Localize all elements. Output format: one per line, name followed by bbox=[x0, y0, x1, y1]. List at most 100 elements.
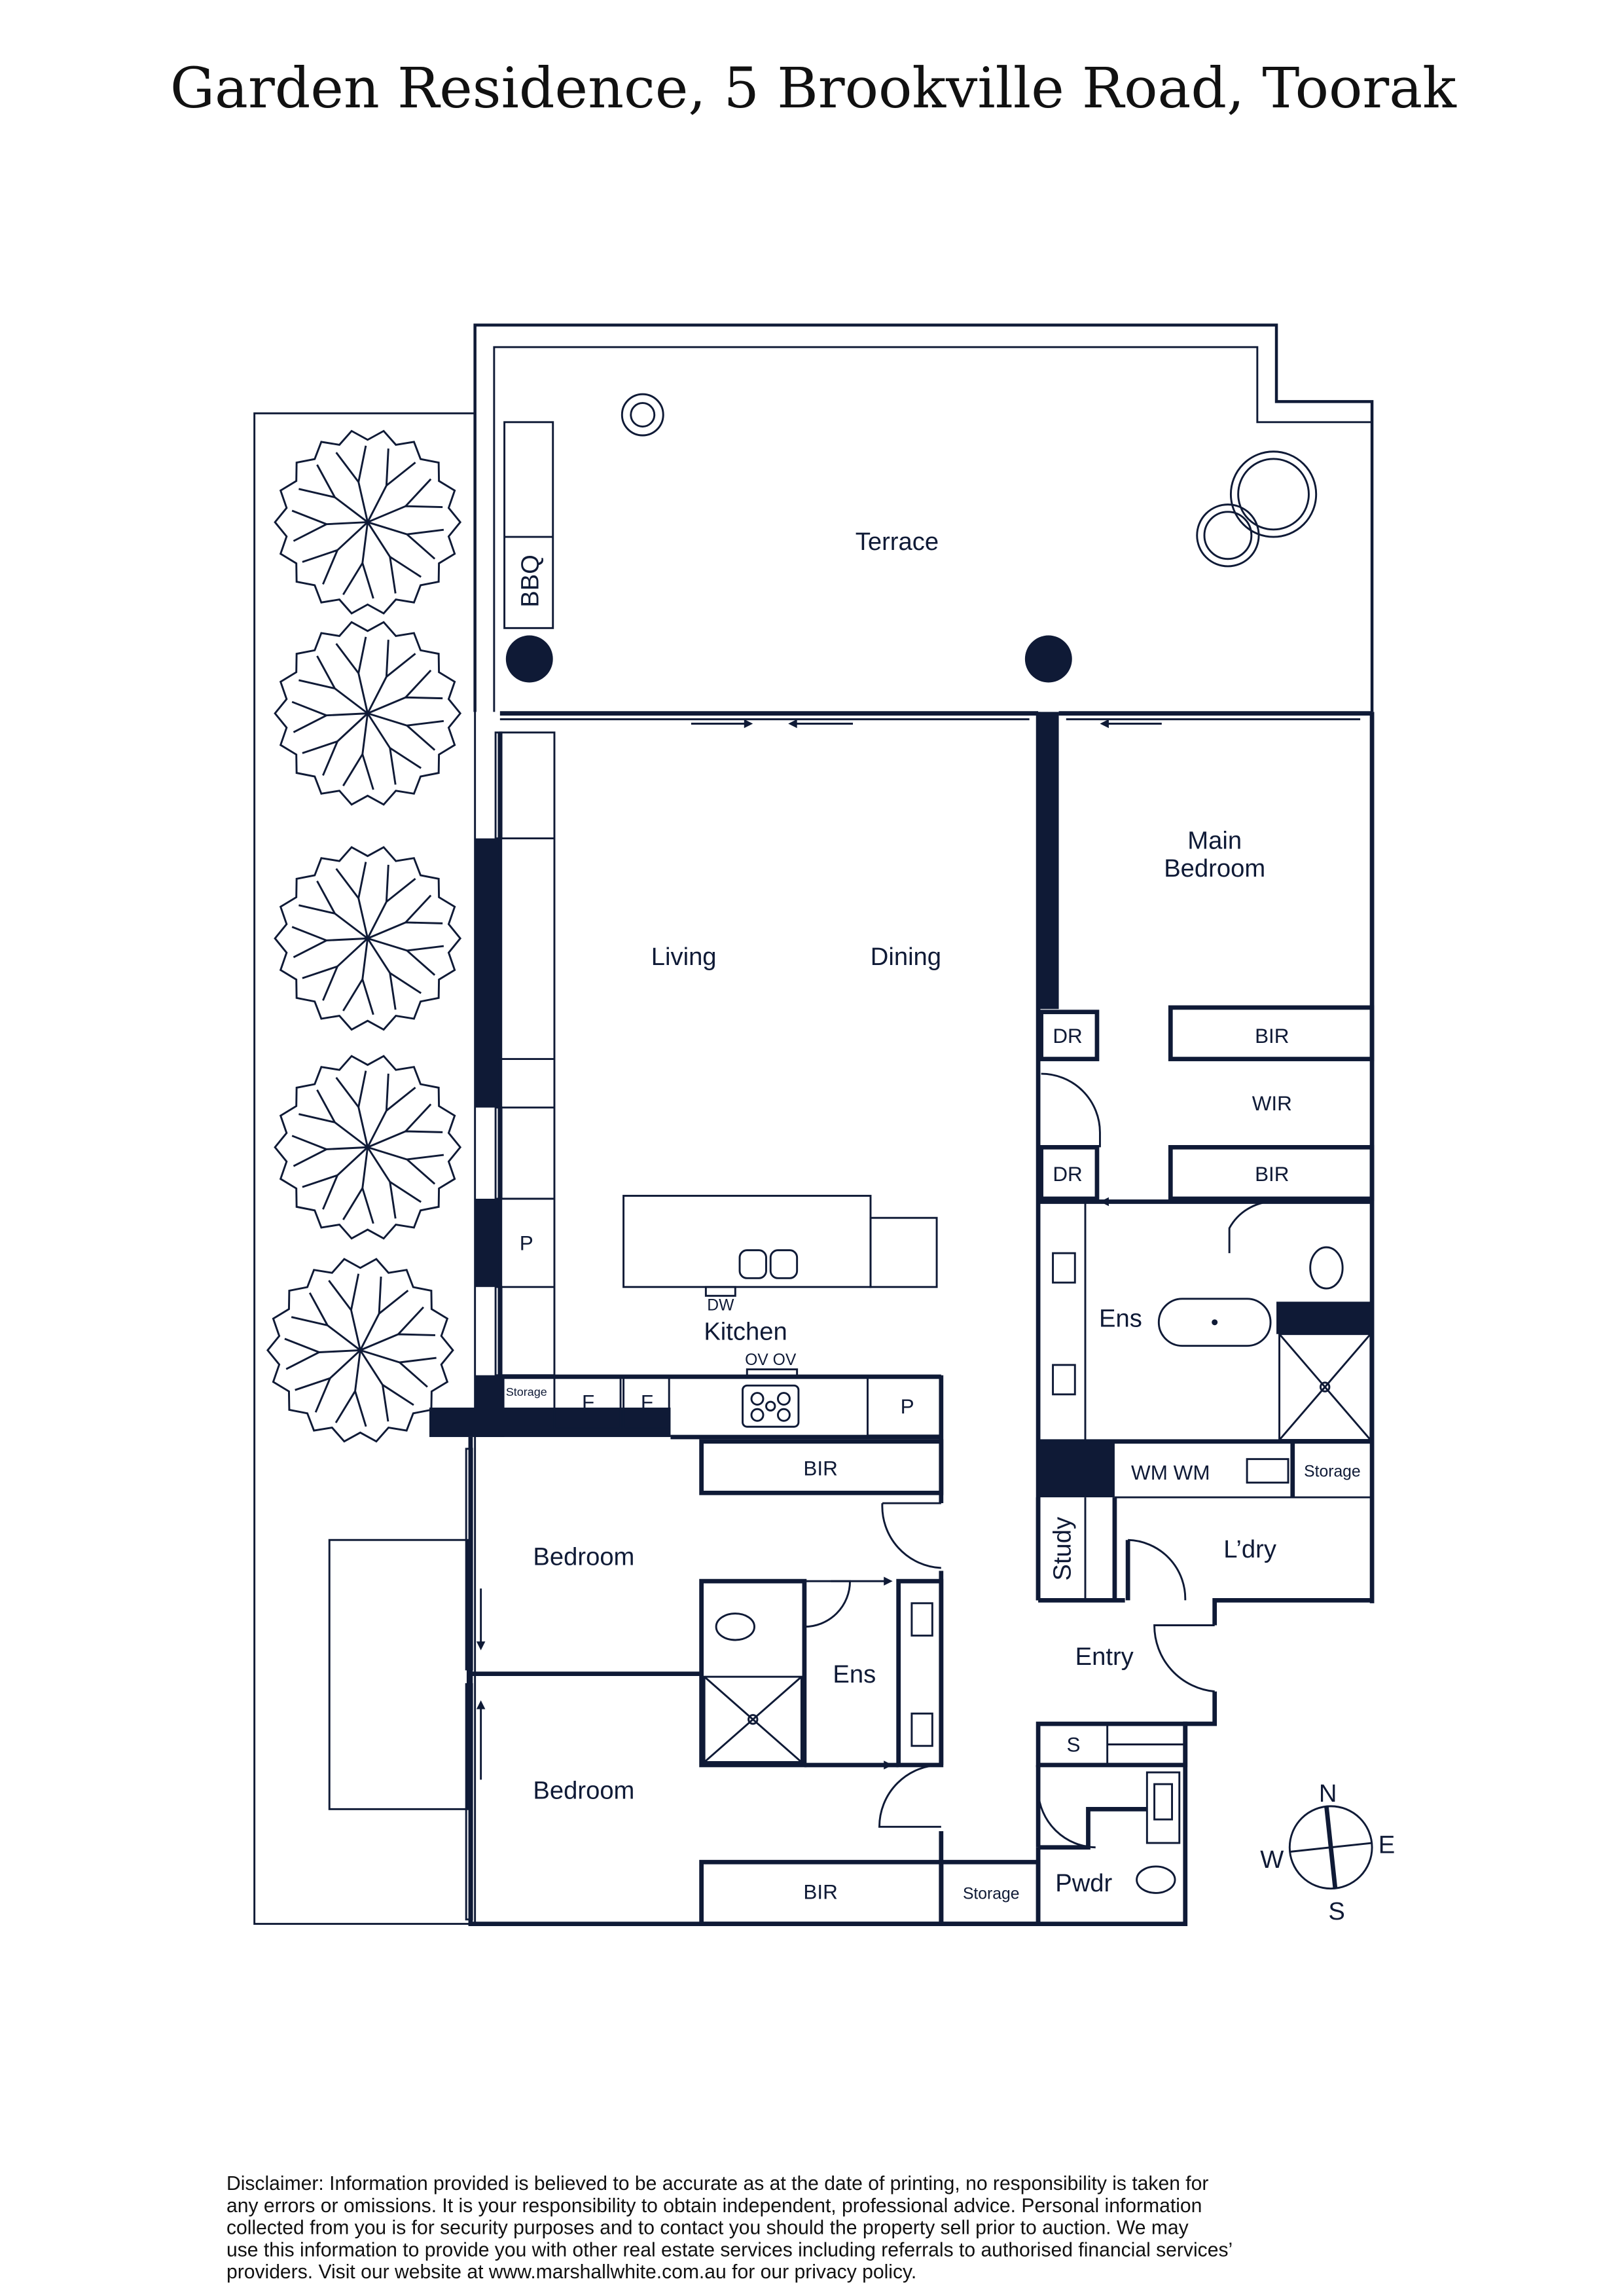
storage-bottom-label: Storage bbox=[963, 1885, 1020, 1903]
vanity bbox=[896, 1578, 944, 1768]
bir-label: BIR bbox=[1255, 1163, 1289, 1186]
shower bbox=[703, 1675, 802, 1763]
joinery-left bbox=[499, 731, 556, 1377]
dr-label: DR bbox=[1053, 1163, 1082, 1186]
disclaimer-line: providers. Visit our website at www.mars… bbox=[226, 2261, 916, 2283]
bir-label: BIR bbox=[1255, 1025, 1289, 1048]
compass-north: N bbox=[1319, 1779, 1337, 1808]
basin-icon bbox=[1052, 1252, 1076, 1284]
column bbox=[1024, 635, 1072, 683]
garden-bed bbox=[328, 1539, 469, 1810]
tree-icon bbox=[274, 429, 462, 615]
potted-plant-icon bbox=[1196, 503, 1260, 568]
wm-label: WM WM bbox=[1131, 1461, 1210, 1484]
dr-label: DR bbox=[1053, 1025, 1082, 1048]
disclaimer-line: any errors or omissions. It is your resp… bbox=[226, 2195, 1202, 2217]
laundry-wall bbox=[1038, 1441, 1115, 1498]
terrace-label: Terrace bbox=[856, 528, 939, 556]
dishwasher-icon bbox=[704, 1286, 736, 1297]
dw-label: DW bbox=[707, 1297, 734, 1315]
potted-plant-icon bbox=[630, 402, 656, 428]
fridge bbox=[622, 1376, 670, 1429]
tree-icon bbox=[274, 846, 462, 1031]
cooktop-icon bbox=[742, 1384, 800, 1428]
laundry-label: L’dry bbox=[1223, 1535, 1277, 1563]
bbq-bench bbox=[503, 421, 554, 629]
pwdr-label: Pwdr bbox=[1055, 1869, 1112, 1897]
potted-plant-icon bbox=[621, 393, 664, 437]
terrace-outline bbox=[473, 323, 1374, 712]
bedroom-1-label: Bedroom bbox=[533, 1542, 634, 1571]
entry-label: Entry bbox=[1075, 1643, 1134, 1671]
door-swing bbox=[804, 1580, 851, 1628]
study-label: Study bbox=[1049, 1516, 1077, 1581]
vanity bbox=[1145, 1771, 1181, 1844]
dining-label: Dining bbox=[871, 943, 941, 971]
compass-south: S bbox=[1328, 1897, 1344, 1925]
kitchen-label: Kitchen bbox=[704, 1318, 787, 1346]
bir-label: BIR bbox=[803, 1457, 837, 1480]
sink-icon bbox=[738, 1249, 767, 1279]
oven-icon bbox=[746, 1368, 799, 1378]
storage-laundry-label: Storage bbox=[1304, 1463, 1361, 1481]
terrace-inner-line bbox=[493, 346, 1373, 712]
disclaimer-line: use this information to provide you with… bbox=[226, 2239, 1233, 2261]
island-extension bbox=[869, 1216, 938, 1288]
entry-door bbox=[1153, 1624, 1215, 1693]
tree-icon bbox=[274, 1055, 462, 1240]
ens-main-label: Ens bbox=[1099, 1304, 1142, 1332]
wir-label: WIR bbox=[1252, 1092, 1292, 1115]
living-label: Living bbox=[651, 943, 717, 971]
garden-boundary bbox=[253, 412, 477, 1925]
sink-icon bbox=[1246, 1458, 1289, 1484]
column bbox=[505, 635, 553, 683]
side-windows bbox=[465, 731, 503, 1921]
door-swing bbox=[881, 1502, 941, 1569]
sink-icon bbox=[769, 1249, 799, 1279]
door-swing bbox=[878, 1764, 941, 1828]
disclaimer-line: Disclaimer: Information provided is beli… bbox=[226, 2173, 1208, 2195]
door-swing bbox=[1228, 1200, 1280, 1254]
main-bedroom-label: Main bbox=[1187, 826, 1242, 854]
bir-main-2 bbox=[1168, 1145, 1375, 1201]
toilet-icon bbox=[715, 1613, 755, 1641]
ov-label: OV OV bbox=[745, 1351, 797, 1369]
ens-2-label: Ens bbox=[833, 1660, 876, 1688]
bedroom-2-label: Bedroom bbox=[533, 1777, 634, 1805]
potted-plant-icon bbox=[1237, 458, 1310, 531]
door-swing bbox=[1041, 1072, 1101, 1148]
door-recess bbox=[1039, 1010, 1100, 1061]
compass-west: W bbox=[1260, 1846, 1284, 1874]
tree-icon bbox=[266, 1258, 454, 1443]
door-swing bbox=[1128, 1539, 1187, 1601]
s-label: S bbox=[1067, 1734, 1081, 1757]
bir-main bbox=[1168, 1005, 1375, 1061]
pantry-2-label: P bbox=[901, 1395, 914, 1418]
bir-bedroom-1 bbox=[699, 1439, 944, 1495]
pantry-2 bbox=[867, 1376, 943, 1437]
door-recess bbox=[1039, 1145, 1100, 1201]
sliding-doors bbox=[499, 711, 1373, 729]
main-bedroom-label: Bedroom bbox=[1164, 854, 1265, 883]
trees bbox=[266, 429, 462, 1443]
fridge-label: F bbox=[582, 1391, 594, 1413]
page-title: Garden Residence, 5 Brookville Road, Too… bbox=[170, 56, 1457, 121]
pantry-label: P bbox=[520, 1232, 533, 1255]
potted-plant-icon bbox=[1229, 450, 1318, 538]
kitchen-island bbox=[622, 1195, 872, 1288]
fridge-label: F bbox=[641, 1391, 653, 1413]
toilet-icon bbox=[1136, 1865, 1176, 1894]
compass-icon bbox=[1288, 1805, 1373, 1890]
potted-plant-icon bbox=[1203, 511, 1253, 560]
tree-icon bbox=[274, 621, 462, 806]
shower-wall bbox=[1276, 1302, 1373, 1334]
storage-kitchen-label: Storage bbox=[506, 1385, 547, 1398]
bbq-label: BBQ bbox=[516, 555, 544, 608]
ens-2-wetzone bbox=[699, 1578, 807, 1768]
fridge bbox=[553, 1376, 622, 1429]
door-swing bbox=[1037, 1791, 1096, 1849]
compass-east: E bbox=[1379, 1831, 1395, 1859]
basin-icon bbox=[1052, 1364, 1076, 1396]
disclaimer-line: collected from you is for security purpo… bbox=[226, 2217, 1189, 2239]
